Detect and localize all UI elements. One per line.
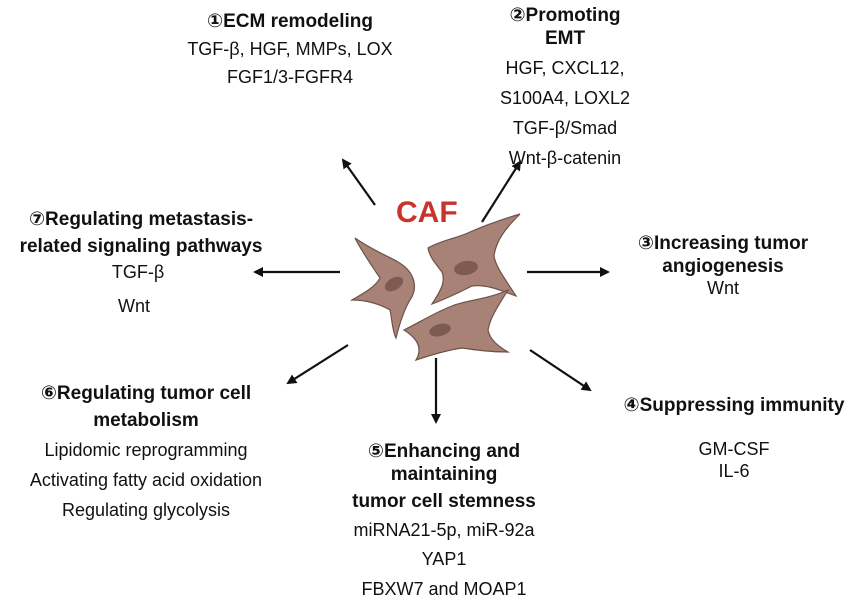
emt-line: Wnt-β-catenin: [508, 148, 622, 169]
signaling-line: Wnt: [117, 296, 150, 317]
stemness-line: YAP1: [421, 549, 467, 570]
block-metabolism: ⑥Regulating tumor cell metabolism Lipido…: [0, 382, 292, 522]
emt-line: S100A4, LOXL2: [499, 88, 631, 109]
arrow-to-immunity: [529, 349, 592, 392]
angiogenesis-line: Wnt: [706, 278, 739, 299]
metabolism-line: Activating fatty acid oxidation: [29, 470, 263, 491]
immunity-line: GM-CSF: [698, 439, 770, 460]
metabolism-heading-line: metabolism: [93, 410, 199, 432]
block-immunity: ④Suppressing immunity GM-CSF IL-6: [606, 394, 862, 483]
stemness-line: miRNA21-5p, miR-92a: [353, 519, 535, 540]
ecm-line: TGF-β, HGF, MMPs, LOX: [187, 39, 393, 60]
stemness-line: FBXW7 and MOAP1: [361, 579, 527, 600]
emt-line: TGF-β/Smad: [512, 118, 618, 139]
arrow-to-ecm: [341, 158, 376, 206]
caf-diagram: [253, 158, 610, 424]
stemness-heading-line: ⑤Enhancing and maintaining: [367, 441, 521, 486]
caf-cell-bottom: [402, 288, 511, 362]
arrow-to-emt: [481, 160, 522, 223]
metabolism-line: Lipidomic reprogramming: [44, 440, 248, 461]
block-signaling: ⑦Regulating metastasis- related signalin…: [0, 208, 282, 318]
block-stemness: ⑤Enhancing and maintaining tumor cell st…: [326, 440, 562, 601]
angiogenesis-heading-line: ③Increasing tumor: [637, 233, 809, 254]
emt-heading: ②Promoting EMT: [509, 5, 621, 50]
emt-line: HGF, CXCL12,: [505, 58, 625, 79]
arrow-to-metabolism: [286, 344, 349, 385]
signaling-heading-line: ⑦Regulating metastasis-: [28, 209, 254, 230]
caf-cell-left: [349, 237, 415, 340]
signaling-heading-line: related signaling pathways: [19, 236, 263, 258]
angiogenesis-heading-line: angiogenesis: [662, 256, 784, 278]
caf-cell-right: [427, 213, 521, 306]
ecm-line: FGF1/3-FGFR4: [226, 67, 353, 88]
block-angiogenesis: ③Increasing tumor angiogenesis Wnt: [598, 232, 848, 300]
block-ecm-remodeling: ①ECM remodeling TGF-β, HGF, MMPs, LOX FG…: [150, 10, 430, 89]
block-promoting-emt: ②Promoting EMT HGF, CXCL12, S100A4, LOXL…: [490, 4, 640, 170]
immunity-heading: ④Suppressing immunity: [623, 395, 845, 416]
stemness-heading-line: tumor cell stemness: [352, 491, 536, 513]
ecm-heading: ①ECM remodeling: [207, 11, 373, 32]
signaling-line: TGF-β: [111, 262, 165, 283]
immunity-line: IL-6: [718, 461, 750, 482]
metabolism-line: Regulating glycolysis: [61, 500, 231, 521]
caf-label: CAF: [396, 196, 458, 229]
metabolism-heading-line: ⑥Regulating tumor cell: [40, 383, 252, 404]
